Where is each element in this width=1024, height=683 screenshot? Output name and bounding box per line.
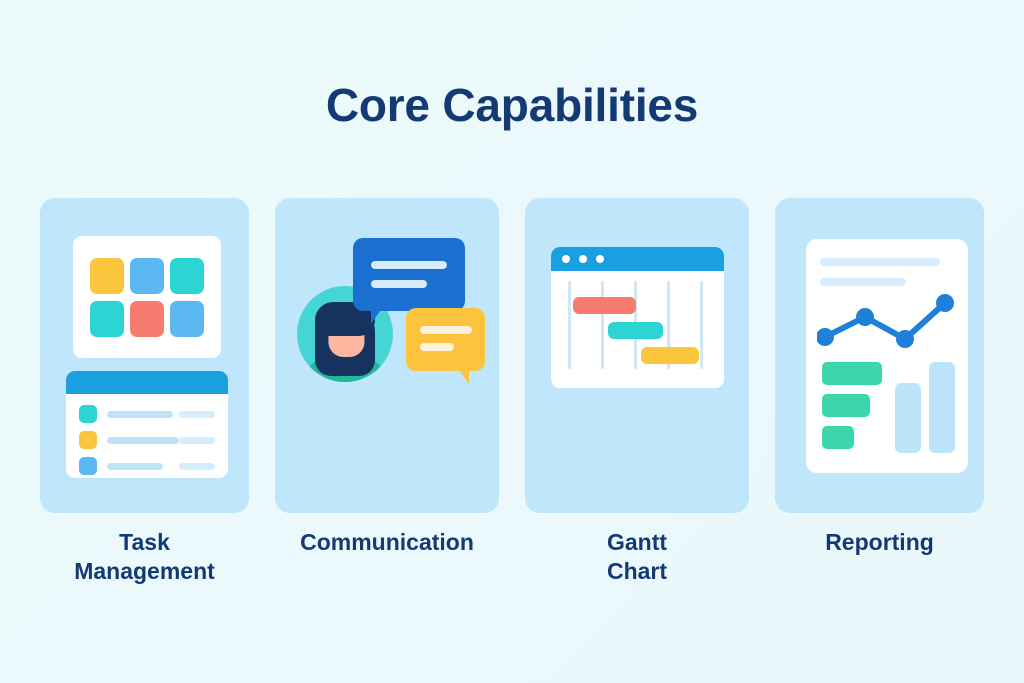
report-line-chart [817, 294, 954, 348]
page-title: Core Capabilities [325, 79, 699, 131]
gantt-illustration [525, 198, 749, 513]
gantt-gridline [568, 281, 571, 369]
label-communication: Communication [275, 528, 499, 618]
gantt-gridline [601, 281, 604, 369]
report-document [806, 239, 968, 473]
label-reporting: Reporting [775, 528, 984, 618]
chat-illustration [275, 198, 499, 513]
task-status-chip-blue [79, 457, 97, 475]
capability-card-task-management[interactable] [40, 198, 249, 513]
report-text-line [820, 258, 940, 266]
gantt-bar-2 [608, 322, 663, 339]
report-hbar-2 [822, 394, 870, 417]
capability-card-reporting[interactable] [775, 198, 984, 513]
label-line-1: Reporting [825, 529, 934, 555]
task-board-illustration [40, 198, 249, 513]
bubble-text-line [371, 280, 427, 288]
window-dot-icon [579, 255, 587, 263]
label-line-1: Communication [300, 529, 474, 555]
bubble-text-line [371, 261, 447, 269]
gantt-gridline [667, 281, 670, 369]
bubble-tail [371, 308, 388, 324]
kanban-grid-panel [73, 236, 221, 358]
bubble-tail [452, 368, 469, 384]
task-title-placeholder [107, 462, 163, 470]
task-status-chip-yellow [79, 431, 97, 449]
gantt-bar-3 [641, 347, 699, 364]
report-vbar-2 [929, 362, 955, 453]
task-status-chip-teal [79, 405, 97, 423]
label-gantt-chart: Gantt Chart [525, 528, 749, 618]
window-titlebar [551, 247, 724, 271]
message-bubble-blue [353, 238, 465, 324]
label-line-1: Gantt [606, 529, 668, 555]
tile-coral [130, 301, 164, 337]
task-row [79, 405, 215, 423]
report-hbar-1 [822, 362, 882, 385]
task-row [79, 457, 215, 475]
gantt-gridline [700, 281, 703, 369]
label-task-management: Task Management [40, 528, 249, 618]
window-dot-icon [562, 255, 570, 263]
task-meta-placeholder [179, 462, 215, 470]
label-line-1: Task [119, 529, 170, 555]
tile-teal-2 [90, 301, 124, 337]
report-vbar-1 [895, 383, 921, 453]
report-text-line [820, 278, 906, 286]
tile-teal [170, 258, 204, 294]
task-list-panel [66, 371, 228, 478]
window-dot-icon [596, 255, 604, 263]
label-line-2: Management [74, 558, 215, 585]
task-title-placeholder [107, 436, 179, 444]
capability-card-gantt-chart[interactable] [525, 198, 749, 513]
label-line-2: Chart [606, 558, 668, 585]
report-hbar-3 [822, 426, 854, 449]
bubble-text-line [420, 326, 472, 334]
gantt-bar-1 [573, 297, 636, 314]
capability-cards-row [40, 198, 984, 513]
bubble-text-line [420, 343, 454, 351]
task-row [79, 431, 215, 449]
kanban-tile-grid [90, 258, 204, 337]
capability-card-communication[interactable] [275, 198, 499, 513]
capability-labels-row: Task Management Communication Gantt Char… [40, 528, 984, 618]
task-list-header-bar [66, 371, 228, 394]
tile-blue-2 [170, 301, 204, 337]
gantt-chart-area [551, 271, 724, 388]
message-bubble-yellow [406, 308, 485, 384]
tile-blue [130, 258, 164, 294]
report-illustration [775, 198, 984, 513]
task-list-rows [66, 394, 228, 475]
task-meta-placeholder [179, 410, 215, 418]
task-meta-placeholder [179, 436, 215, 444]
task-title-placeholder [107, 410, 173, 418]
gantt-window [551, 247, 724, 388]
tile-yellow [90, 258, 124, 294]
